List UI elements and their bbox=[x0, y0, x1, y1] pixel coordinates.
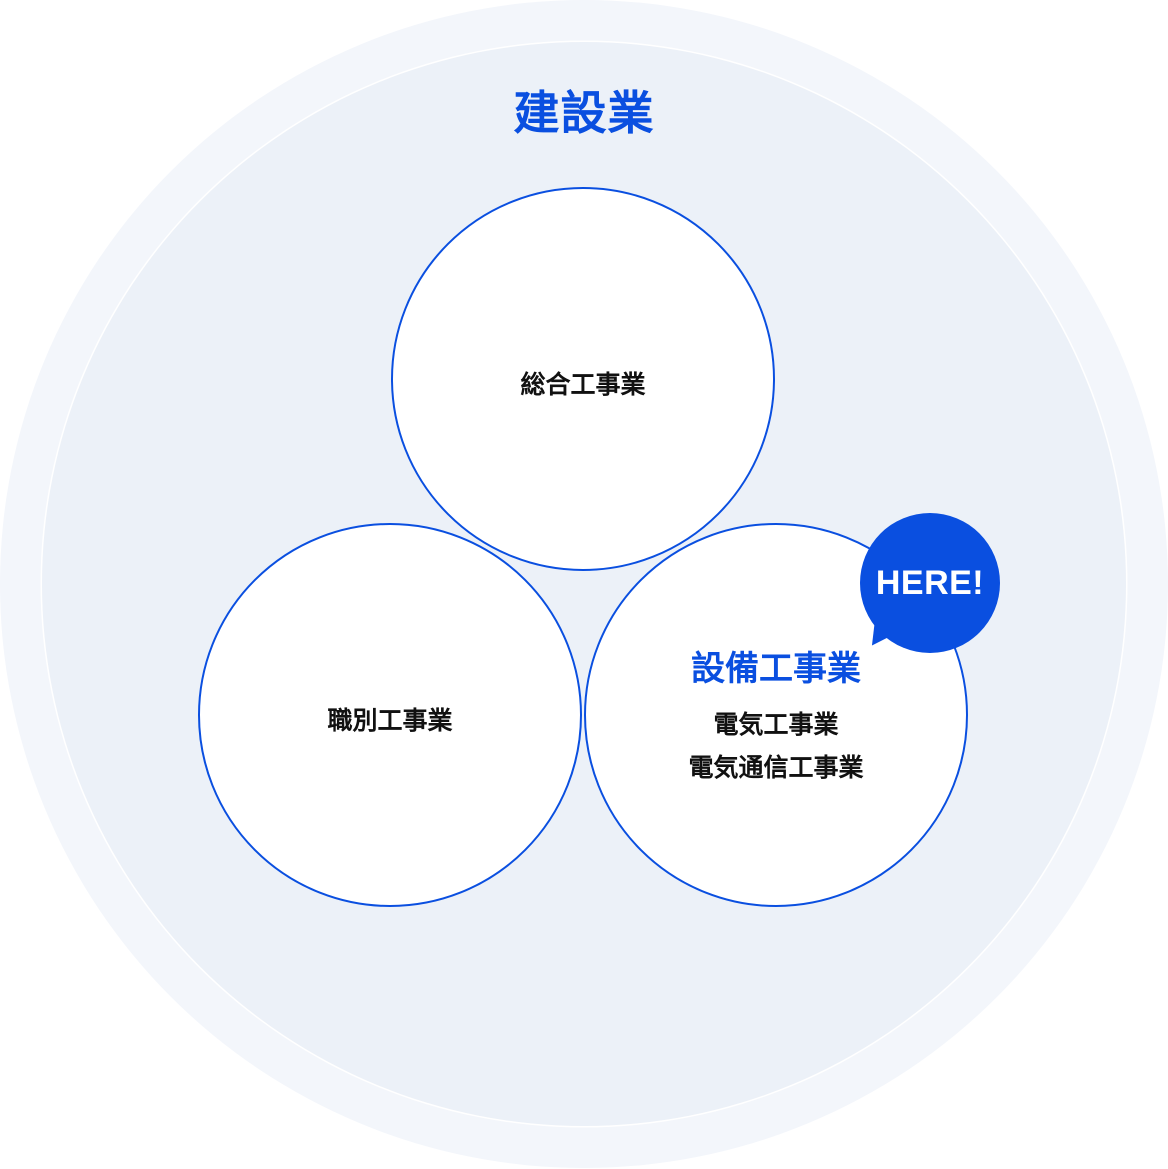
circle-setsubi-content: 設備工事業 電気工事業 電気通信工事業 bbox=[584, 652, 968, 798]
circle-setsubi-item-2: 電気通信工事業 bbox=[688, 753, 864, 782]
circle-sogo bbox=[391, 187, 775, 571]
circle-sogo-label: 総合工事業 bbox=[520, 370, 646, 399]
diagram-title: 建設業 bbox=[513, 86, 655, 140]
here-badge-label: HERE! bbox=[875, 563, 985, 602]
circle-shokubetsu-label: 職別工事業 bbox=[327, 706, 453, 735]
circle-shokubetsu bbox=[198, 523, 582, 907]
circle-setsubi-title: 設備工事業 bbox=[691, 649, 861, 689]
circle-setsubi-item-1: 電気工事業 bbox=[713, 710, 839, 739]
here-badge: HERE! bbox=[860, 513, 1000, 653]
